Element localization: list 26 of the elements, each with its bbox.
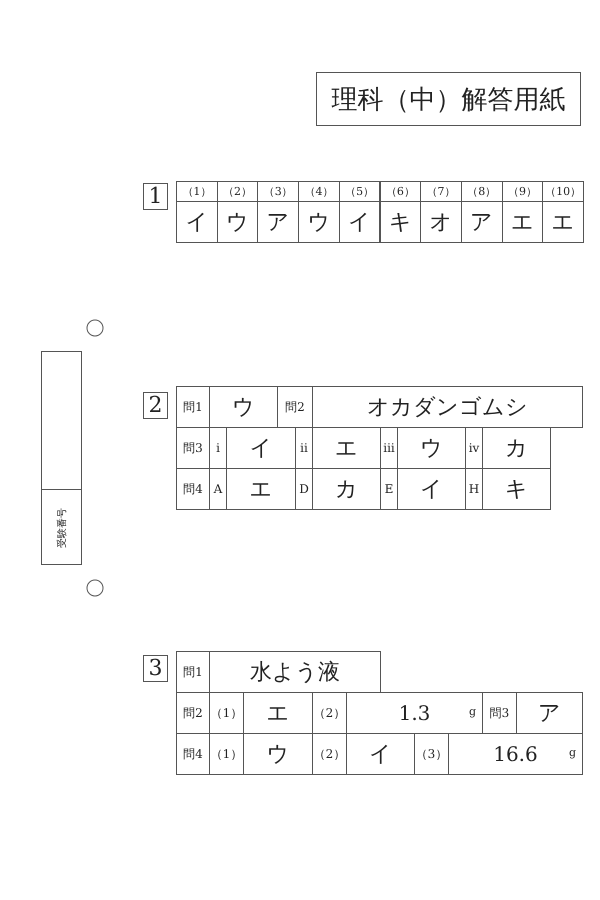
answer-cell: イ xyxy=(176,201,218,243)
answer-cell: キ xyxy=(482,468,551,510)
answer-value: 16.6 xyxy=(493,742,538,766)
answer-cell: キ xyxy=(380,201,422,243)
question-number: （1） xyxy=(176,181,218,202)
answer-cell: 水よう液 xyxy=(209,651,381,693)
unit-label: g xyxy=(468,705,476,718)
answer-cell: オカダンゴムシ xyxy=(312,386,583,428)
question-number: （6） xyxy=(380,181,422,202)
answer-cell: イ xyxy=(338,201,380,243)
question-label: 問4 xyxy=(176,733,210,775)
title-box: 理科（中）解答用紙 xyxy=(316,72,581,126)
answer-cell: エ xyxy=(542,201,584,243)
section-number-box: 1 xyxy=(143,183,168,210)
section-number-box: 3 xyxy=(143,655,168,682)
question-number: （10） xyxy=(542,181,584,202)
question-number: （5） xyxy=(338,181,380,202)
exam-number-box xyxy=(41,351,82,565)
field-label: 受験番号 xyxy=(56,508,68,548)
section-number-box: 2 xyxy=(143,392,168,419)
answer-cell: ア xyxy=(516,692,583,734)
unit-label: g xyxy=(568,746,576,759)
question-label: 問1 xyxy=(176,386,210,428)
question-label: 問1 xyxy=(176,651,210,693)
answer-value: 1.3 xyxy=(398,701,430,725)
question-label: 問4 xyxy=(176,468,210,510)
